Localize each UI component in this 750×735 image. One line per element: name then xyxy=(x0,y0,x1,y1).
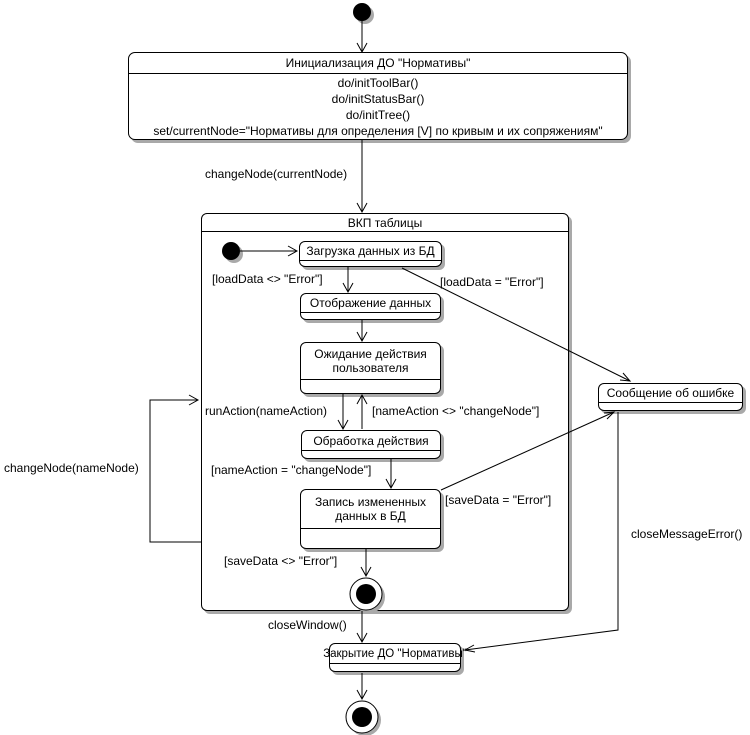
state-title: Отображение данных xyxy=(309,296,432,310)
transition-label-runaction: runAction(nameAction) xyxy=(205,404,328,418)
state-internal-actions: do/initToolBar() do/initStatusBar() do/i… xyxy=(129,74,627,139)
state-wait-user-action[interactable]: Ожидание действия пользователя xyxy=(300,342,441,394)
state-title: Запись измененных данных в БД xyxy=(314,495,427,523)
state-empty-compartment xyxy=(302,450,440,458)
state-init-normativy[interactable]: Инициализация ДО "Нормативы" do/initTool… xyxy=(128,52,628,140)
transition-label-savedata-error: [saveData = "Error"] xyxy=(445,493,552,507)
arrowhead-down xyxy=(356,632,368,644)
state-empty-compartment xyxy=(301,528,440,548)
action-line: do/initTree() xyxy=(345,107,411,122)
state-title: Сообщение об ошибке xyxy=(606,386,735,400)
transition-label-nameaction-eq: [nameAction = "changeNode"] xyxy=(211,463,372,477)
state-title: Закрытие ДО "Нормативы" xyxy=(323,647,467,660)
state-title: Загрузка данных из БД xyxy=(306,244,435,258)
transition-label-nameaction-neq: [nameAction <> "changeNode"] xyxy=(372,404,540,418)
composite-state-title: ВКП таблицы xyxy=(202,214,568,232)
transition-label-changenode-namenode: changeNode(nameNode) xyxy=(4,461,139,475)
state-process-action[interactable]: Обработка действия xyxy=(301,430,441,459)
transition-label-loaddata-ok: [loadData <> "Error"] xyxy=(212,272,323,286)
state-load-data[interactable]: Загрузка данных из БД xyxy=(299,241,442,267)
state-title: Инициализация ДО "Нормативы" xyxy=(129,53,627,74)
state-empty-compartment xyxy=(300,260,441,266)
state-save-data[interactable]: Запись измененных данных в БД xyxy=(300,489,441,549)
action-line: set/currentNode="Нормативы для определен… xyxy=(153,123,603,138)
final-node-shadow xyxy=(349,704,381,735)
action-line: do/initStatusBar() xyxy=(331,91,425,106)
state-empty-compartment xyxy=(599,402,742,410)
state-title: Ожидание действия пользователя xyxy=(314,347,427,375)
arrowhead-down xyxy=(356,42,368,54)
final-node-bottom-dot xyxy=(352,707,372,727)
state-empty-compartment xyxy=(330,663,460,671)
arrowhead-down xyxy=(356,689,368,701)
arrowhead-right xyxy=(188,394,200,406)
state-display-data[interactable]: Отображение данных xyxy=(300,293,441,320)
transition-line-loop xyxy=(149,399,201,543)
transition-label-changenode-currentnode: changeNode(currentNode) xyxy=(205,167,348,181)
state-empty-compartment xyxy=(301,379,440,393)
state-close-normativy[interactable]: Закрытие ДО "Нормативы" xyxy=(323,643,467,672)
initial-node-shadow xyxy=(356,6,374,24)
arrowhead-down xyxy=(356,202,368,214)
transition-label-savedata-ok: [saveData <> "Error"] xyxy=(224,554,338,568)
transition-label-closemessageerror: closeMessageError() xyxy=(631,527,743,541)
state-error-message[interactable]: Сообщение об ошибке xyxy=(598,383,743,411)
transition-label-closewindow: closeWindow() xyxy=(268,618,347,632)
arrowhead-diagonal xyxy=(603,411,616,420)
arrowhead-diagonal xyxy=(619,372,632,382)
action-line: do/initToolBar() xyxy=(337,75,419,90)
state-title: Обработка действия xyxy=(313,433,429,448)
transition-label-loaddata-error: [loadData = "Error"] xyxy=(440,275,544,289)
final-node-bottom-ring[interactable] xyxy=(345,700,379,734)
initial-node-top[interactable] xyxy=(353,3,371,21)
state-empty-compartment xyxy=(301,312,440,319)
